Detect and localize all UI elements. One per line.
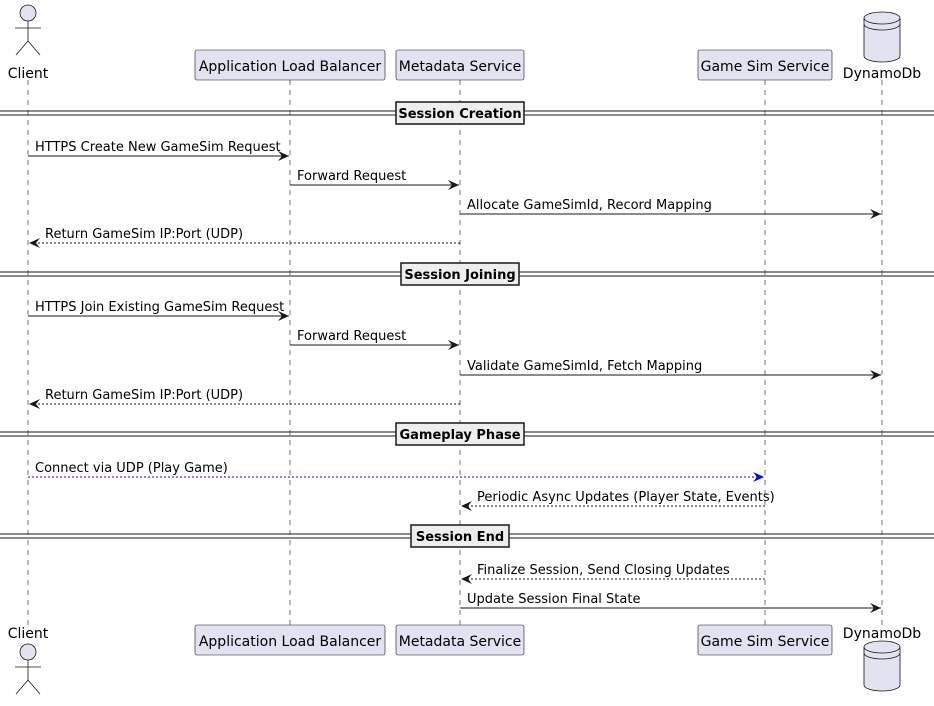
participant-label-client-top: Client [8, 66, 49, 82]
divider-title: Session Joining [404, 268, 515, 283]
divider-gameplay-phase [395, 422, 525, 446]
divider-session-end [410, 524, 510, 548]
message-label: Connect via UDP (Play Game) [35, 461, 228, 476]
participant-label-ddb-bottom: DynamoDb [843, 626, 922, 642]
participant-alb-top[interactable] [194, 49, 386, 81]
database-ddb-top[interactable] [863, 11, 901, 63]
divider-title: Session Creation [398, 107, 521, 122]
message-label: HTTPS Join Existing GameSim Request [35, 300, 284, 315]
database-ddb-bottom[interactable] [863, 640, 901, 692]
message-label: Finalize Session, Send Closing Updates [477, 563, 730, 578]
participant-label-alb-bottom: Application Load Balancer [199, 634, 382, 650]
actor-client-bottom[interactable] [15, 643, 41, 695]
participant-gamesim-bottom[interactable] [697, 624, 833, 656]
participant-gamesim-top[interactable] [697, 49, 833, 81]
divider-title: Gameplay Phase [399, 428, 520, 443]
message-label: Update Session Final State [467, 592, 640, 607]
message-label: Return GameSim IP:Port (UDP) [45, 227, 243, 242]
participant-label-meta-bottom: Metadata Service [399, 634, 522, 650]
message-label: Forward Request [297, 169, 406, 184]
divider-session-joining [400, 262, 520, 286]
participant-alb-bottom[interactable] [194, 624, 386, 656]
participant-label-gamesim-bottom: Game Sim Service [701, 634, 830, 650]
message-label: Forward Request [297, 329, 406, 344]
participant-label-alb-top: Application Load Balancer [199, 59, 382, 75]
participant-label-meta-top: Metadata Service [399, 59, 522, 75]
participant-label-gamesim-top: Game Sim Service [701, 59, 830, 75]
message-label: HTTPS Create New GameSim Request [35, 140, 281, 155]
divider-title: Session End [416, 530, 504, 545]
participant-label-client-bottom: Client [8, 626, 49, 642]
message-label: Allocate GameSimId, Record Mapping [467, 198, 712, 213]
participant-meta-bottom[interactable] [395, 624, 525, 656]
message-label: Validate GameSimId, Fetch Mapping [467, 359, 702, 374]
divider-session-creation [395, 101, 525, 125]
message-label: Return GameSim IP:Port (UDP) [45, 388, 243, 403]
actor-client-top[interactable] [15, 4, 41, 56]
participant-label-ddb-top: DynamoDb [843, 66, 922, 82]
message-label: Periodic Async Updates (Player State, Ev… [477, 490, 775, 505]
participant-meta-top[interactable] [395, 49, 525, 81]
